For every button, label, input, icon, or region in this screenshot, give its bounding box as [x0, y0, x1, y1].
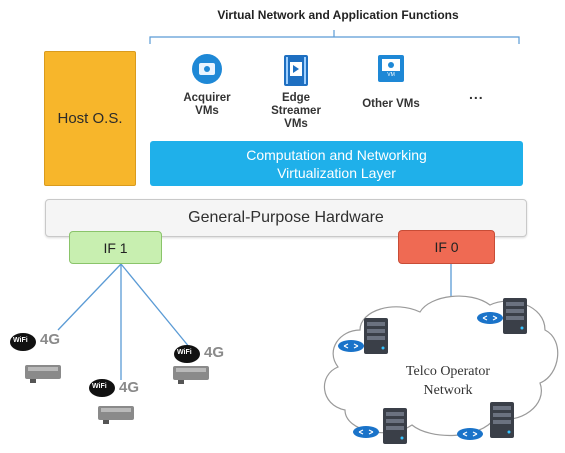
cell-label: 4G	[119, 379, 140, 396]
if1-label: IF 1	[103, 239, 128, 256]
server-icon	[490, 402, 514, 438]
wifi-device-icon	[173, 345, 209, 384]
if1-box: IF 1	[69, 231, 162, 264]
router-icon	[338, 340, 364, 352]
virtualization-line1: Computation and Networking	[246, 146, 427, 163]
telco-network-label: Telco Operator Network	[405, 364, 491, 398]
vm-group-brace	[149, 30, 520, 44]
router-icon	[353, 426, 379, 438]
virtualization-line2: Virtualization Layer	[277, 164, 396, 181]
other-vm-label: Other VMs	[362, 98, 420, 110]
hardware-label: General-Purpose Hardware	[188, 209, 384, 226]
cell-label: 4G	[40, 331, 61, 348]
more-vms-ellipsis: ...	[469, 86, 484, 102]
vm-icon-label: VM	[387, 72, 395, 78]
if0-box: IF 0	[398, 230, 495, 264]
server-icon	[503, 298, 527, 334]
cell-label: 4G	[204, 344, 225, 361]
wifi-label: WiFi	[177, 349, 192, 356]
wifi-device-icon	[89, 379, 134, 424]
hardware-box: General-Purpose Hardware	[45, 199, 527, 237]
wifi-label: WiFi	[13, 337, 28, 344]
if1-links	[57, 263, 191, 380]
diagram-title: Virtual Network and Application Function…	[217, 8, 459, 22]
wifi-device-icon	[10, 333, 61, 383]
virtualization-layer-box: Computation and Networking Virtualizatio…	[150, 141, 523, 186]
host-os-box: Host O.S.	[44, 51, 136, 186]
wifi-label: WiFi	[92, 383, 107, 390]
other-vm-icon	[378, 55, 404, 82]
router-icon	[477, 312, 503, 324]
host-os-label: Host O.S.	[57, 110, 123, 127]
edge-streamer-vm-label: Edge Streamer VMs	[271, 92, 321, 130]
edge-streamer-vm-icon	[284, 55, 308, 86]
acquirer-vm-label: Acquirer VMs	[183, 92, 231, 117]
server-icon	[383, 408, 407, 444]
acquirer-vm-icon	[192, 54, 222, 84]
server-icon	[364, 318, 388, 354]
router-icon	[457, 428, 483, 440]
if0-label: IF 0	[434, 239, 459, 255]
